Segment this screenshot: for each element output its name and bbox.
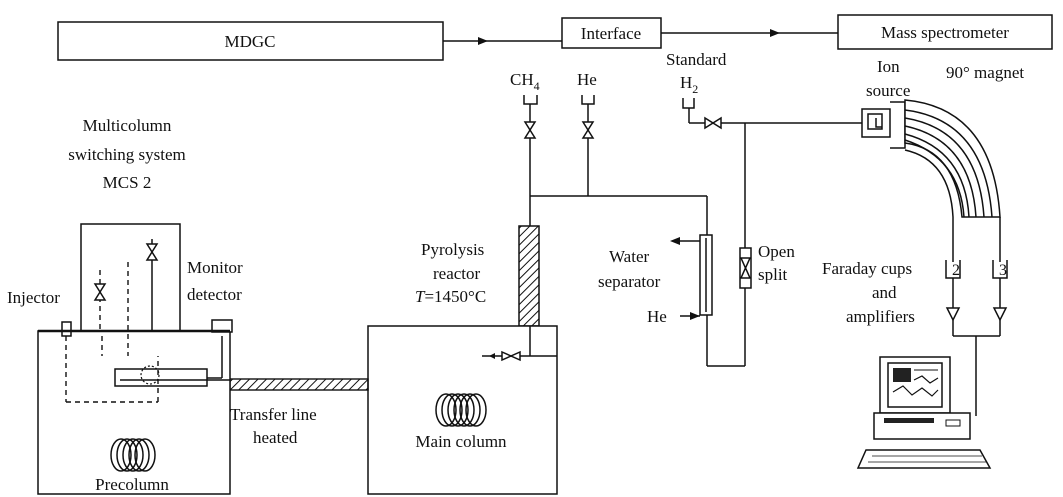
main-column-coil [435,393,487,427]
mdgc-label: MDGC [224,32,275,51]
main-column-label: Main column [415,432,507,451]
interface-box: Interface [561,17,662,49]
he-top-label: He [577,70,597,89]
faraday-label: Faraday cups [822,259,912,278]
precolumn-tubing [65,336,230,403]
precolumn-coil [110,438,156,472]
open-label: Open [758,242,795,261]
pyrolysis-label: Pyrolysis [421,240,484,259]
mass-spectrometer-label: Mass spectrometer [881,23,1009,42]
reactor-label: reactor [433,264,481,283]
pyrolysis-reactor: Pyrolysis reactor T=1450°C [415,225,540,327]
gas-line [529,195,708,235]
amplifiers-label: amplifiers [846,307,915,326]
injector-label: Injector [7,288,60,307]
transfer-line: Transfer line heated [229,378,369,447]
ch4-supply: CH4 [510,70,540,196]
and-label: and [872,283,897,302]
mcs2-label: MCS 2 [103,173,152,192]
injector: Injector [7,288,72,337]
precolumn-label: Precolumn [95,475,169,494]
arrow-mdgc-interface [443,37,562,45]
source-label: source [866,81,910,100]
mdgc-box: MDGC [57,21,444,61]
monitor-label: Monitor [187,258,243,277]
computer-icon [856,356,992,469]
ion-label: Ion [877,57,900,76]
ion-source [861,108,891,138]
mcs-valves [93,239,159,356]
cup-3-label: 3 [999,262,1007,279]
open-split: Open split [707,123,795,367]
he-bottom-label: He [647,307,667,326]
water-label: Water [609,247,649,266]
separator-label: separator [598,272,661,291]
transfer-label: Transfer line [230,405,317,424]
magnet-label: 90° magnet [946,63,1024,82]
heated-label: heated [253,428,298,447]
he-top-supply: He [577,70,597,196]
standard-label: Standard [666,50,727,69]
interface-label: Interface [581,24,641,43]
cup-2-label: 2 [952,262,960,279]
multicolumn-label: Multicolumn [83,116,172,135]
temperature-label: T=1450°C [415,287,486,306]
split-label: split [758,265,788,284]
mass-spectrometer-box: Mass spectrometer [837,14,1053,50]
switching-label: switching system [68,145,186,164]
ch4-label: CH4 [510,70,540,93]
mcs-box [80,223,181,332]
arrow-interface-ms [661,29,838,37]
monitor-detector: Monitor detector [187,258,243,333]
magnet [890,99,1001,218]
h2-label: H2 [680,73,698,96]
standard-h2-supply: Standard H2 [666,50,862,130]
detector-label: detector [187,285,242,304]
faraday-cups: 2 3 [945,217,1008,416]
water-separator: Water separator He [598,234,713,366]
